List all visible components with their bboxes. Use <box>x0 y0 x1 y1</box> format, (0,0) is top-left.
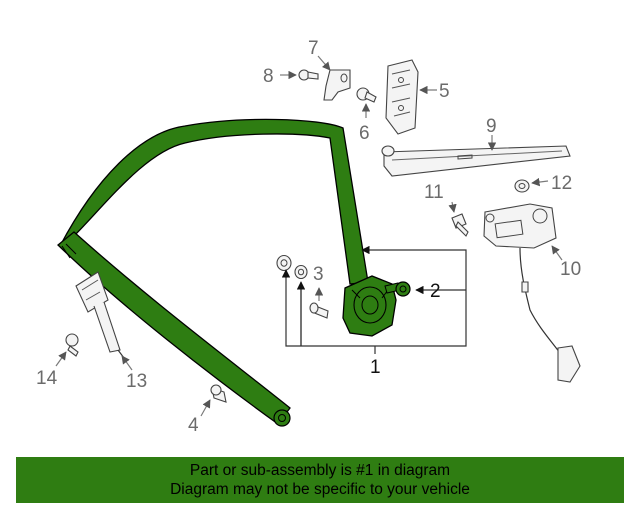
callout-10: 10 <box>560 259 581 280</box>
part-7-guide[interactable] <box>317 55 351 101</box>
callout-2: 2 <box>430 281 441 302</box>
seat-belt-retractor[interactable] <box>342 275 397 337</box>
banner-line-1: Part or sub-assembly is #1 in diagram <box>189 462 451 479</box>
callout-6: 6 <box>359 123 370 144</box>
callout-14: 14 <box>36 368 58 389</box>
part-4-bolt[interactable] <box>200 384 227 417</box>
part-6-bolt[interactable] <box>356 87 377 118</box>
parts-diagram: 1 2 3 4 5 6 7 8 9 10 11 12 13 14 <box>36 38 581 436</box>
part-12-nut[interactable] <box>514 177 549 193</box>
callout-4: 4 <box>188 415 199 436</box>
info-banner: Part or sub-assembly is #1 in diagram Di… <box>16 457 624 503</box>
part-5-bracket[interactable] <box>385 59 437 135</box>
banner-line-2: Diagram may not be specific to your vehi… <box>170 481 470 498</box>
part-9-rail[interactable] <box>381 135 571 177</box>
part-10-pretensioner[interactable] <box>483 203 581 383</box>
part-3-bolt[interactable] <box>309 287 329 319</box>
callout-13: 13 <box>126 371 147 392</box>
part-8-screw[interactable] <box>280 69 319 81</box>
callout-11: 11 <box>424 182 444 203</box>
callout-5: 5 <box>439 81 450 102</box>
callout-8: 8 <box>263 66 274 87</box>
callout-9: 9 <box>486 116 497 137</box>
part-11-stud[interactable] <box>448 201 469 237</box>
part-13-buckle[interactable] <box>75 271 133 371</box>
callout-12: 12 <box>551 173 572 194</box>
washer-small[interactable] <box>294 264 308 280</box>
callout-3: 3 <box>313 264 324 285</box>
part-14-bolt[interactable] <box>55 333 79 367</box>
callout-1-bracket <box>281 245 467 354</box>
callout-1: 1 <box>370 357 381 378</box>
washer-large[interactable] <box>276 254 292 272</box>
retractor-bolt[interactable] <box>384 281 411 297</box>
callout-7: 7 <box>308 38 319 59</box>
